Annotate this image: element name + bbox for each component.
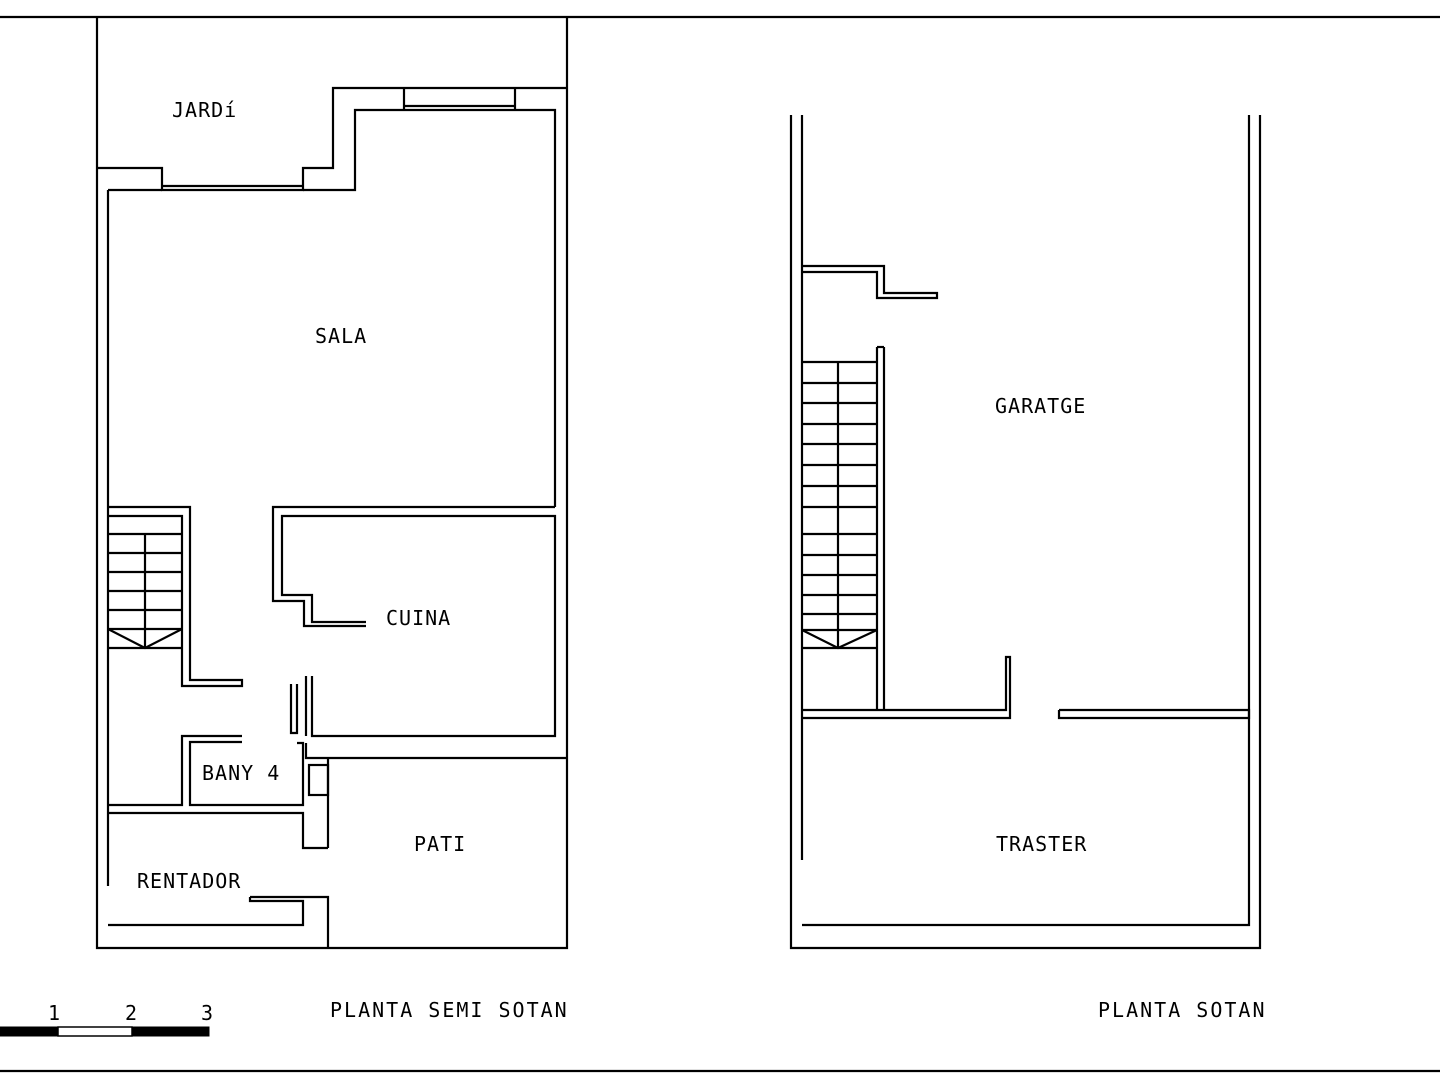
door-jamb-left xyxy=(289,684,299,735)
scale-label-3: 3 xyxy=(201,1001,213,1025)
room-label-bany: BANY 4 xyxy=(202,761,280,785)
garatge-traster-wall-right xyxy=(1057,708,1251,720)
bany-shaft xyxy=(307,763,330,797)
jardi-boundary xyxy=(97,86,567,192)
scale-segment-2 xyxy=(57,1026,133,1037)
room-label-garatge: GARATGE xyxy=(995,394,1086,418)
stair-semi-sotan xyxy=(107,532,183,650)
semi-sotan-outer-wall xyxy=(95,17,569,950)
sotan-inner-right xyxy=(802,115,1251,927)
rentador-door xyxy=(250,895,330,948)
scale-bar: 1 2 3 xyxy=(0,1001,213,1037)
bany-pati-wall xyxy=(304,743,567,760)
rentador-wall-2 xyxy=(108,897,305,927)
stair-sotan xyxy=(801,360,878,650)
scale-segment-1 xyxy=(0,1026,59,1037)
bany-wall-inner xyxy=(188,740,305,807)
sotan-outer-wall xyxy=(789,115,1262,950)
room-label-pati: PATI xyxy=(414,832,466,856)
room-label-rentador: RENTADOR xyxy=(137,869,241,893)
cuina-wall-inner xyxy=(280,514,557,738)
garatge-traster-wall xyxy=(802,655,1012,720)
bany-wall xyxy=(108,734,242,807)
sala-inner-wall xyxy=(303,108,557,507)
room-label-traster: TRASTER xyxy=(996,832,1087,856)
sala-cuina-wall xyxy=(271,505,555,628)
sotan-ledge xyxy=(802,264,939,300)
scale-label-2: 2 xyxy=(125,1001,137,1025)
plan-sotan xyxy=(789,115,1262,950)
scale-segment-3 xyxy=(131,1026,210,1037)
scale-label-1: 1 xyxy=(48,1001,60,1025)
stair-semi-wall xyxy=(108,505,244,688)
plan-title-semi-sotan: PLANTA SEMI SOTAN xyxy=(330,998,569,1022)
room-label-sala: SALA xyxy=(315,324,367,348)
room-label-cuina: CUINA xyxy=(386,606,451,630)
rentador-wall xyxy=(108,811,328,850)
plan-semi-sotan xyxy=(95,17,569,950)
room-label-jardi: JARDí xyxy=(172,98,237,122)
plan-title-sotan: PLANTA SOTAN xyxy=(1098,998,1267,1022)
